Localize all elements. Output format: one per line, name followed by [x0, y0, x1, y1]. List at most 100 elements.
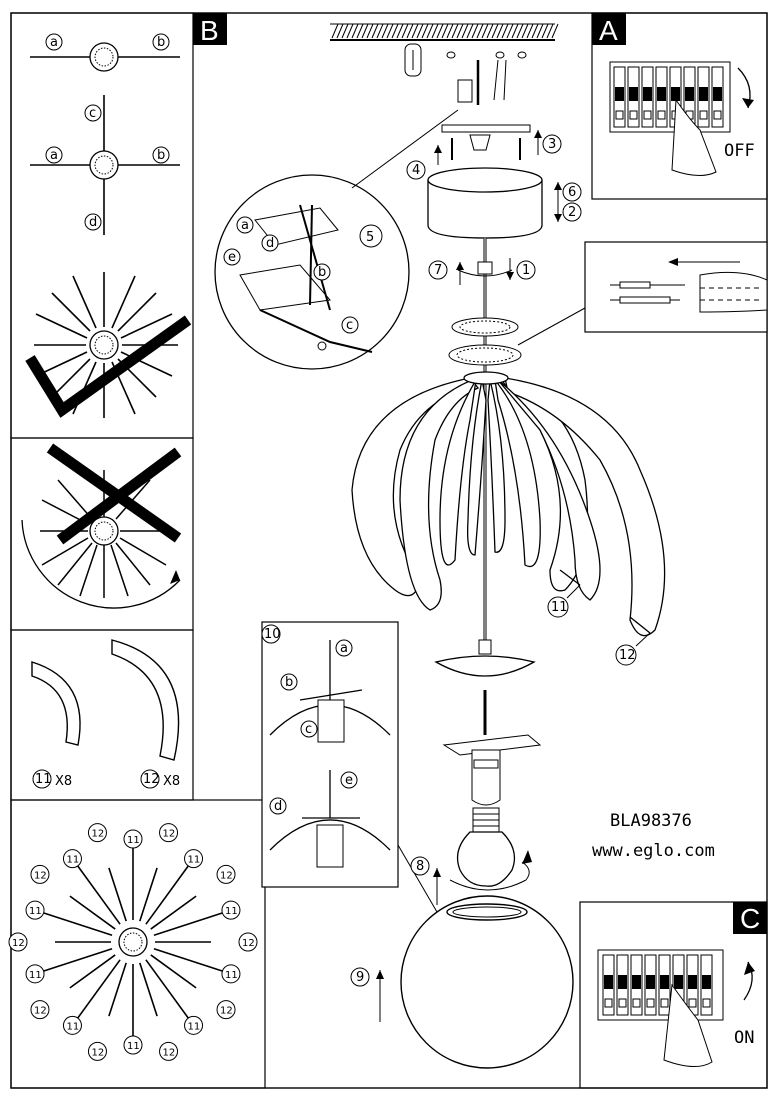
socket-detail: a b c d e	[261, 621, 438, 913]
arrangement-number-circle	[62, 849, 82, 869]
panel-a: A OFF	[591, 12, 768, 200]
step-6: 6	[568, 185, 576, 200]
arrangement-number: 12	[34, 870, 47, 881]
arrangement-number: 11	[66, 1021, 79, 1032]
canopy	[427, 167, 562, 239]
panel-c: C ON	[579, 901, 768, 1089]
arrangement-arm	[42, 911, 113, 936]
arrangement-number-circle	[123, 829, 143, 849]
wiring-letter-b: b	[318, 265, 326, 280]
arrangement-number: 11	[29, 906, 42, 917]
arrangement-number: 12	[91, 829, 104, 840]
step-markers: 1 2 3 4 5 6 7 8 9 10 11 12	[261, 134, 651, 987]
arrangement-number: 12	[163, 829, 176, 840]
wire-letter-c: c	[89, 106, 96, 121]
model-code: BLA98376	[610, 811, 692, 831]
arrangement-number: 12	[163, 1047, 176, 1058]
socket-letter-a: a	[340, 641, 348, 656]
arrangement-number-circle	[25, 964, 45, 984]
breaker-box-a	[609, 61, 731, 133]
petal	[504, 377, 666, 637]
arrangement-number-circle	[87, 823, 107, 843]
arrangement-number: 12	[220, 1006, 233, 1017]
panel-b: B a b c a b d	[10, 12, 227, 439]
arrangement-arm	[153, 948, 224, 973]
arrangement-number: 11	[188, 855, 201, 866]
coupling-nut	[456, 258, 514, 285]
step-9: 9	[356, 970, 364, 985]
top-discs	[448, 307, 586, 366]
step-2: 2	[568, 205, 576, 220]
parts-box: 11 X8 12 X8	[10, 629, 194, 801]
arrangement-number-circle	[62, 1015, 82, 1035]
arrangement-number: 11	[66, 855, 79, 866]
petal	[439, 379, 477, 566]
diagram-four-arm: c a b d	[30, 95, 180, 235]
ceiling	[330, 23, 559, 41]
step-8: 8	[416, 859, 424, 874]
arrangement-number: 11	[127, 835, 140, 846]
step-3: 3	[548, 137, 556, 152]
wire-letter-a: a	[50, 35, 58, 50]
petal	[487, 379, 506, 553]
petal	[498, 376, 589, 592]
arrangement-arm	[139, 867, 158, 922]
arrangement-arm	[42, 948, 113, 973]
arrangement-number-circle	[184, 849, 204, 869]
diagram-star-correct	[25, 272, 192, 418]
step-11: 11	[551, 600, 568, 615]
arrangement-number-circle	[8, 932, 28, 952]
arrangement-arm	[145, 959, 190, 1020]
on-label: ON	[734, 1028, 754, 1048]
petal-shade	[351, 371, 666, 637]
arrangement-number-circle	[221, 964, 241, 984]
step-5: 5	[366, 230, 374, 245]
wiring-letter-e: e	[228, 250, 236, 265]
step-4: 4	[412, 163, 420, 178]
wire-letter-b: b	[157, 35, 165, 50]
light-bulb	[449, 807, 532, 891]
wire-letter-a2: a	[50, 148, 58, 163]
arrangement-arm	[69, 895, 116, 930]
rail-detail	[584, 241, 768, 333]
part-12-count: X8	[163, 774, 180, 789]
arrangement-number-circle	[184, 1015, 204, 1035]
arrangement-arm	[145, 864, 190, 925]
part-11-number: 11	[35, 772, 52, 787]
arrangement-number-circle	[216, 864, 236, 884]
arrangement-number-circle	[30, 864, 50, 884]
step-10: 10	[264, 627, 281, 642]
wire-letter-b2: b	[157, 148, 165, 163]
socket-letter-c: c	[305, 722, 312, 737]
website-url: www.eglo.com	[592, 841, 715, 861]
arrangement-number-circle	[216, 1000, 236, 1020]
arrangement-number-circle	[238, 932, 258, 952]
arrangement-number: 12	[12, 938, 25, 949]
petal	[497, 379, 601, 601]
arrangement-arm	[108, 962, 127, 1017]
glass-globe	[376, 868, 574, 1069]
petal	[467, 379, 487, 556]
arrangement-number: 11	[127, 1041, 140, 1052]
arrangement-number-circle	[159, 1041, 179, 1061]
arrangement-arm	[76, 864, 121, 925]
diagram-star-wrong	[10, 437, 194, 631]
arrangement-arm	[76, 959, 121, 1020]
wire-letter-d: d	[89, 215, 97, 230]
off-label: OFF	[724, 141, 755, 161]
wiring-letter-d: d	[266, 236, 274, 251]
arrangement-arm	[69, 954, 116, 989]
breaker-box-c	[597, 949, 724, 1021]
socket-letter-b: b	[285, 675, 293, 690]
arrangement-arm	[150, 895, 197, 930]
arrangement-number-circle	[123, 1035, 143, 1055]
step-12: 12	[619, 648, 636, 663]
arrangement-number: 12	[91, 1047, 104, 1058]
wiring-detail: a e d b c	[214, 109, 459, 370]
panel-b-label: B	[200, 15, 219, 46]
lower-fittings	[434, 639, 542, 806]
mounting-hardware	[404, 43, 542, 165]
arrangement-number: 12	[220, 870, 233, 881]
arrangement-number-circle	[221, 900, 241, 920]
